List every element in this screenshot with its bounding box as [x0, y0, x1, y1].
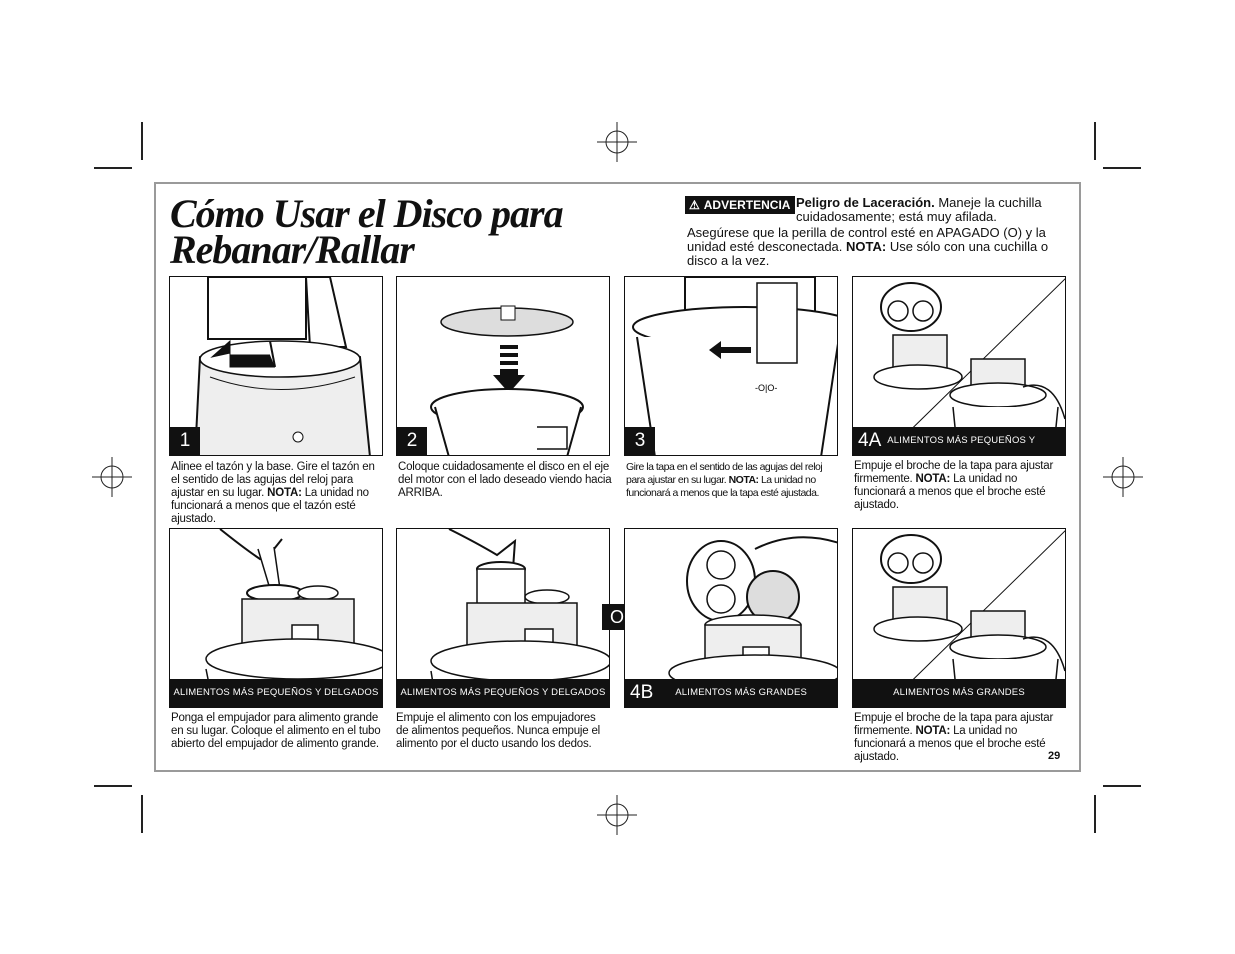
step-3-illustration: -O|O- 3	[624, 276, 838, 456]
title-line-1: Cómo Usar el Disco para	[170, 191, 564, 236]
warning-body-text: Asegúrese que la perilla de control esté…	[687, 225, 1046, 254]
warning-heading-bold: Peligro de Laceración.	[796, 195, 935, 210]
crop-mark	[1103, 785, 1141, 787]
crop-mark	[94, 167, 132, 169]
crop-mark	[94, 785, 132, 787]
small-food-caption: Ponga el empujador para alimento grande …	[171, 712, 381, 750]
large-food-caption: Empuje el broche de la tapa para ajustar…	[854, 712, 1054, 763]
knob-label: -O|O-	[755, 383, 777, 393]
crop-mark	[1103, 167, 1141, 169]
bowl-base-illustration	[194, 277, 371, 455]
lid-latch-illustration-2	[873, 530, 1065, 707]
warning-body: Asegúrese que la perilla de control esté…	[687, 226, 1067, 268]
step-4b-illustration: 4B ALIMENTOS MÁS GRANDES	[624, 528, 838, 708]
warning-heading-rest: Maneje la cuchilla cuidadosamente; está …	[796, 195, 1042, 224]
step-number: 1	[170, 427, 200, 455]
small-food-pusher-illustration: ALIMENTOS MÁS PEQUEÑOS Y DELGADOS	[169, 528, 383, 708]
step-4b-bar-label: ALIMENTOS MÁS GRANDES	[675, 687, 808, 698]
step-1-caption: Alinee el tazón y la base. Gire el tazón…	[171, 461, 375, 525]
crop-mark	[141, 122, 143, 160]
warning-heading: Peligro de Laceración. Maneje la cuchill…	[796, 196, 1066, 224]
warning-note-label: NOTA:	[846, 239, 887, 254]
page-title: Cómo Usar el Disco para Rebanar/Rallar	[170, 194, 640, 270]
bar-label: ALIMENTOS MÁS GRANDES	[853, 679, 1065, 707]
warning-badge-label: ADVERTENCIA	[703, 198, 791, 212]
step-2-illustration: 2	[396, 276, 610, 456]
bar-label: ALIMENTOS MÁS PEQUEÑOS Y DELGADOS	[170, 679, 382, 707]
registration-mark-icon	[92, 457, 132, 497]
step-2-caption: Coloque cuidadosamente el disco en el ej…	[398, 461, 612, 499]
small-pusher-caption: Empuje el alimento con los empujadores d…	[396, 712, 601, 750]
title-line-2: Rebanar/Rallar	[170, 227, 415, 272]
step-number-text: 4B	[630, 682, 654, 704]
disc-onto-shaft-illustration	[430, 305, 584, 455]
lid-rotate-illustration: -O|O-	[632, 277, 837, 455]
crop-mark	[141, 795, 143, 833]
step-number: 4A ALIMENTOS MÁS PEQUEÑOS Y DELGADOS	[853, 427, 1065, 455]
page-number: 29	[1048, 750, 1061, 762]
step-number: 4B ALIMENTOS MÁS GRANDES	[625, 679, 837, 707]
step-1-illustration: 1	[169, 276, 383, 456]
registration-mark-icon	[597, 122, 637, 162]
crop-mark	[1094, 795, 1096, 833]
step-4a-caption: Empuje el broche de la tapa para ajustar…	[854, 460, 1054, 511]
warning-triangle-icon: ⚠	[689, 198, 700, 212]
step-number: 3	[625, 427, 655, 455]
warning-body-text-2: Use sólo con una cuchilla o disco a la v…	[687, 239, 1049, 268]
large-food-latch-illustration: ALIMENTOS MÁS GRANDES	[852, 528, 1066, 708]
step-number-text: 4A	[858, 430, 882, 452]
step-number: 2	[397, 427, 427, 455]
warning-badge: ⚠ADVERTENCIA	[685, 196, 796, 214]
step-3-caption: Gire la tapa en el sentido de las agujas…	[626, 461, 823, 499]
registration-mark-icon	[597, 795, 637, 835]
step-4a-bar-label: ALIMENTOS MÁS PEQUEÑOS Y DELGADOS	[887, 435, 1036, 446]
registration-mark-icon	[1103, 457, 1143, 497]
page-frame	[154, 182, 1081, 772]
bar-label: ALIMENTOS MÁS PEQUEÑOS Y DELGADOS	[397, 679, 609, 707]
step-4a-illustration: 4A ALIMENTOS MÁS PEQUEÑOS Y DELGADOS	[852, 276, 1066, 456]
small-pusher-push-illustration: ALIMENTOS MÁS PEQUEÑOS Y DELGADOS	[396, 528, 610, 708]
warning-block: ⚠ADVERTENCIA Peligro de Laceración. Mane…	[685, 196, 1070, 268]
crop-mark	[1094, 122, 1096, 160]
